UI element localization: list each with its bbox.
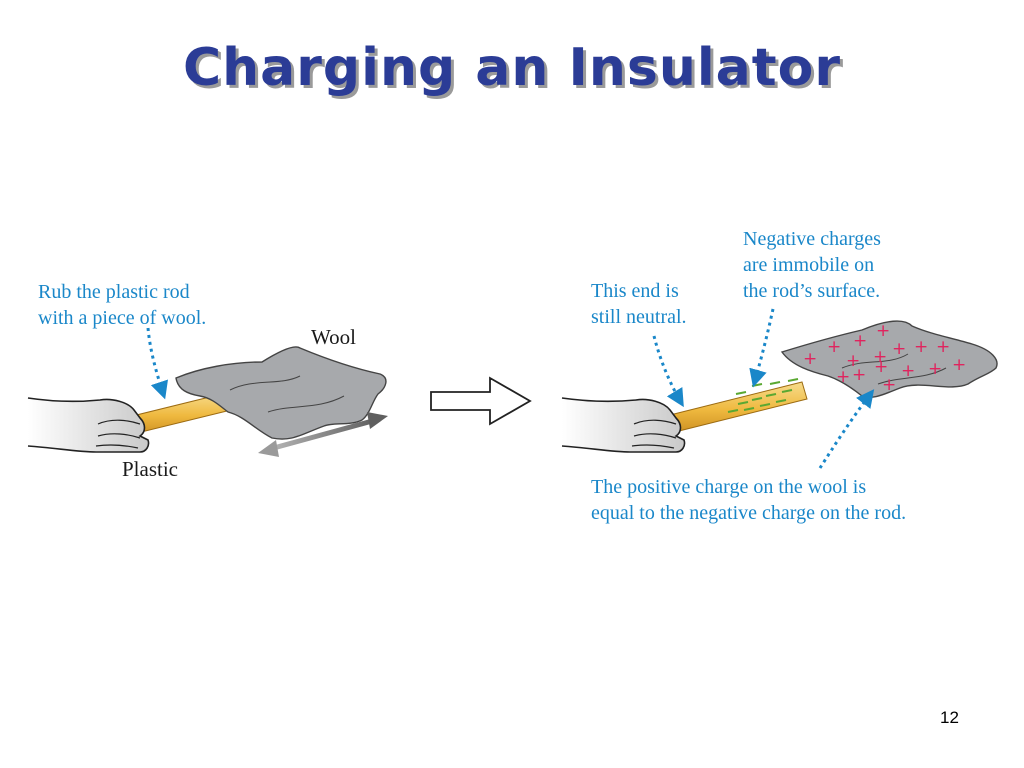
plus-charge: + — [901, 361, 915, 381]
plus-charge: + — [853, 331, 867, 351]
neutral-end-caption: This end is still neutral. — [591, 280, 687, 328]
left-caption-pointer — [146, 327, 168, 400]
positive-charge-pointer — [818, 389, 875, 469]
slide-title: Charging an Insulator — [183, 38, 841, 98]
rubbing-motion-arrow — [258, 412, 388, 457]
plus-charge: + — [874, 357, 888, 377]
wool-label: Wool — [311, 325, 356, 349]
plus-charge: + — [836, 367, 850, 387]
left-caption: Rub the plastic rod with a piece of wool… — [38, 281, 207, 329]
plus-charge: + — [852, 365, 866, 385]
left-hand — [27, 397, 150, 453]
plus-charge: + — [803, 349, 817, 369]
plus-charge: + — [846, 351, 860, 371]
positive-charge-caption: The positive charge on the wool is equal… — [591, 476, 907, 524]
plastic-label: Plastic — [122, 457, 178, 481]
negative-charges-pointer — [749, 308, 775, 388]
left-wool-cloth — [175, 346, 387, 440]
right-hand — [561, 397, 686, 453]
plus-charge: + — [873, 347, 887, 367]
plus-charge: + — [892, 339, 906, 359]
neutral-end-pointer — [652, 335, 684, 408]
plus-charge: + — [827, 337, 841, 357]
plus-charge: + — [928, 359, 942, 379]
plus-charge: + — [952, 355, 966, 375]
plus-charge: + — [914, 337, 928, 357]
negative-charges-caption: Negative charges are immobile on the rod… — [743, 228, 881, 302]
plus-charge: + — [876, 321, 890, 341]
page-number: 12 — [940, 708, 959, 727]
plus-charge: + — [882, 375, 896, 395]
transition-arrow — [430, 376, 532, 426]
right-wool-cloth — [780, 320, 998, 398]
plus-charges-group: + + + + + + + + + + + + + + + + — [803, 321, 966, 395]
plus-charge: + — [936, 337, 950, 357]
